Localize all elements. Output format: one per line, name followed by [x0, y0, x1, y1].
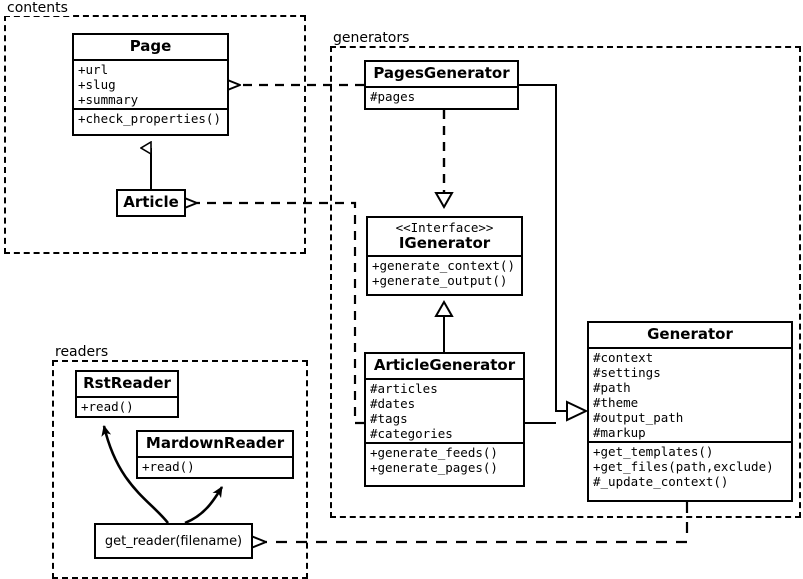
attribute: +summary: [78, 92, 139, 108]
method: +read(): [142, 459, 195, 475]
method: +get_templates(): [593, 444, 714, 460]
method: +read(): [81, 399, 134, 415]
attribute: #articles: [370, 381, 438, 397]
class-attributes-generator: #context #settings #path #theme #output_…: [589, 347, 791, 441]
class-methods-page: +check_properties(): [74, 108, 227, 128]
class-name-page: Page: [129, 37, 172, 55]
method: +generate_pages(): [370, 460, 498, 476]
package-label-contents: contents: [4, 0, 71, 16]
class-attributes-articlegenerator: #articles #dates #tags #categories: [366, 378, 523, 442]
attribute: +url: [78, 62, 109, 78]
attribute: #settings: [593, 365, 661, 381]
class-methods-articlegenerator: +generate_feeds() +generate_pages(): [366, 442, 523, 477]
class-methods-generator: +get_templates() +get_files(path,exclude…: [589, 441, 791, 491]
class-name-articlegenerator: ArticleGenerator: [373, 356, 516, 374]
attribute: #path: [593, 380, 631, 396]
class-name-generator: Generator: [647, 325, 733, 343]
class-box-igenerator[interactable]: <<Interface>> IGenerator +generate_conte…: [366, 216, 523, 296]
attribute: #dates: [370, 396, 416, 412]
attribute: #context: [593, 350, 654, 366]
class-name-rstreader: RstReader: [83, 374, 171, 392]
class-box-rstreader[interactable]: RstReader +read(): [75, 370, 179, 418]
package-frame-readers: [52, 360, 308, 579]
class-box-articlegenerator[interactable]: ArticleGenerator #articles #dates #tags …: [364, 352, 525, 487]
attribute: #theme: [593, 395, 639, 411]
class-box-markdownreader[interactable]: MardownReader +read(): [136, 430, 294, 479]
method: +generate_output(): [372, 273, 508, 289]
attribute: #markup: [593, 425, 646, 441]
attribute: +slug: [78, 77, 116, 93]
class-box-page[interactable]: Page +url +slug +summary +check_properti…: [72, 33, 229, 136]
method: #_update_context(): [593, 474, 729, 490]
function-box-get-reader[interactable]: get_reader(filename): [94, 523, 253, 559]
package-label-readers: readers: [52, 344, 112, 360]
method: +check_properties(): [78, 111, 221, 127]
function-label-get-reader: get_reader(filename): [104, 533, 243, 549]
class-box-pagesgenerator[interactable]: PagesGenerator #pages: [364, 60, 519, 110]
class-name-article: Article: [123, 193, 179, 211]
package-label-generators: generators: [330, 30, 413, 46]
class-box-article[interactable]: Article: [116, 189, 186, 217]
method: +get_files(path,exclude): [593, 459, 774, 475]
class-methods-rstreader: +read(): [77, 396, 177, 416]
attribute: #output_path: [593, 410, 684, 426]
class-attributes-pagesgenerator: #pages: [366, 86, 517, 106]
attribute: #tags: [370, 411, 408, 427]
class-name-pagesgenerator: PagesGenerator: [373, 64, 510, 82]
method: +generate_context(): [372, 258, 515, 274]
package-frame-contents: [4, 15, 306, 254]
class-name-markdownreader: MardownReader: [145, 434, 285, 452]
class-name-igenerator: <<Interface>> IGenerator: [368, 218, 521, 255]
class-methods-markdownreader: +read(): [138, 456, 292, 476]
attribute: #pages: [370, 89, 416, 105]
class-attributes-page: +url +slug +summary: [74, 59, 227, 108]
method: +generate_feeds(): [370, 445, 498, 461]
class-stereotype-igenerator: <<Interface>>: [395, 220, 494, 235]
class-methods-igenerator: +generate_context() +generate_output(): [368, 255, 521, 290]
class-name-text: IGenerator: [398, 234, 491, 252]
class-box-generator[interactable]: Generator #context #settings #path #them…: [587, 321, 793, 502]
attribute: #categories: [370, 426, 453, 442]
